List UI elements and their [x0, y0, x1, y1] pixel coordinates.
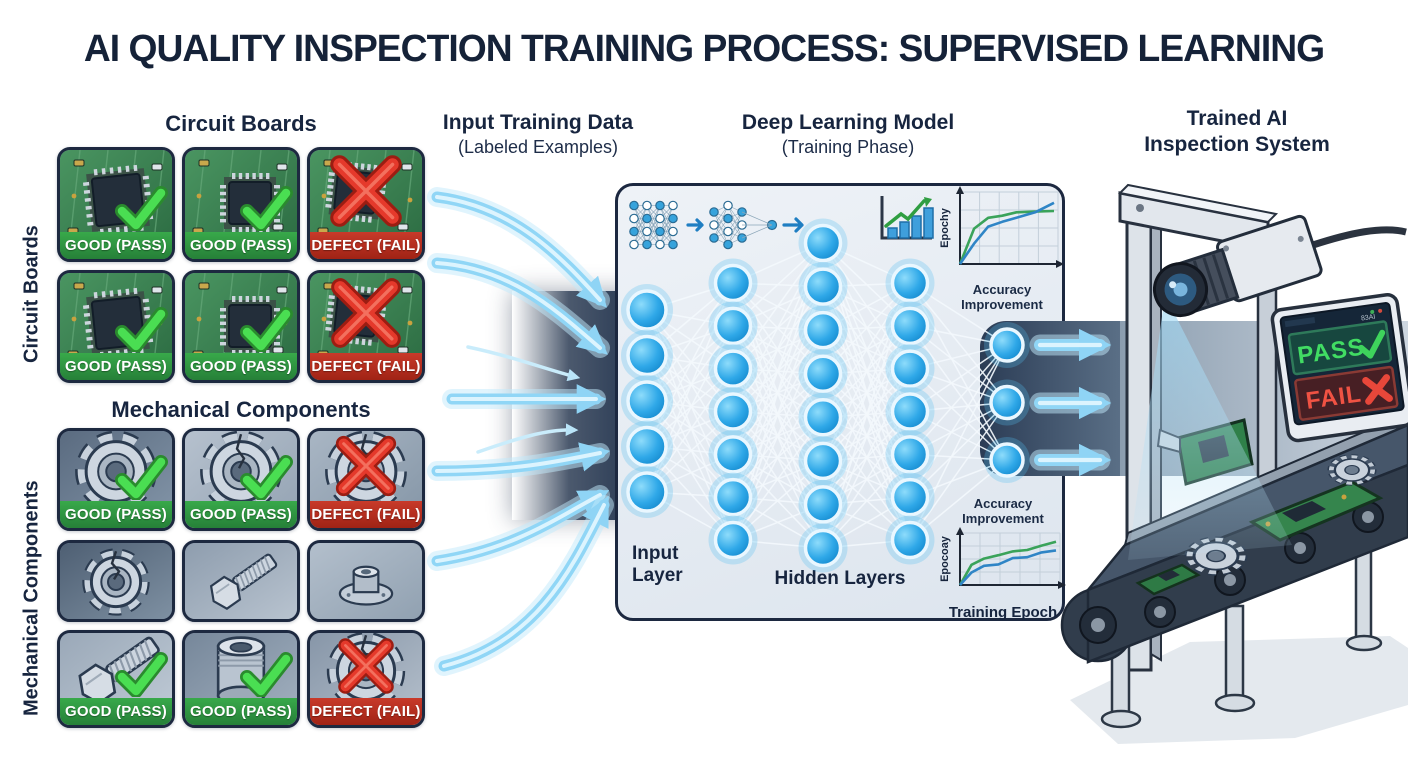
- mechanical-header-text: Mechanical Components: [111, 397, 371, 422]
- card-status-label: DEFECT (FAIL): [310, 698, 422, 725]
- circuit-boards-header-text: Circuit Boards: [165, 111, 317, 136]
- result-monitor: 83AI PASS FAIL: [1270, 293, 1408, 443]
- card-status-label: GOOD (PASS): [60, 698, 172, 725]
- mini-network-icons: [626, 197, 816, 253]
- mechanical-sample-card: [182, 540, 300, 622]
- mechanical-sample-card: GOOD (PASS): [182, 428, 300, 531]
- card-status-label: GOOD (PASS): [60, 232, 172, 259]
- card-status-label: GOOD (PASS): [185, 698, 297, 725]
- fail-panel: [1294, 365, 1399, 421]
- inspection-camera: [1153, 214, 1323, 318]
- inspection-machine-illustration: 83AI PASS FAIL: [1060, 183, 1408, 744]
- mini-chart-ylabel: Epocoay: [939, 535, 951, 582]
- mini-chart-ylabel: Epochy: [939, 207, 951, 248]
- card-status-label: DEFECT (FAIL): [310, 353, 422, 380]
- mechanical-sample-card: DEFECT (FAIL): [307, 428, 425, 531]
- card-status-label: DEFECT (FAIL): [310, 232, 422, 259]
- trained-header-line2: Inspection System: [1144, 133, 1330, 157]
- input-header-line2: (Labeled Examples): [457, 137, 619, 158]
- mechanical-sample-card: GOOD (PASS): [182, 630, 300, 728]
- card-status-text: DEFECT (FAIL): [311, 506, 421, 523]
- card-status-label: GOOD (PASS): [60, 353, 172, 380]
- card-status-text: GOOD (PASS): [190, 703, 292, 720]
- card-status-label: DEFECT (FAIL): [310, 501, 422, 528]
- mechanical-sample-card: [57, 540, 175, 622]
- camera-cable: [1311, 226, 1407, 249]
- mechanical-sample-card: DEFECT (FAIL): [307, 630, 425, 728]
- belt-gear-2: [1327, 454, 1377, 486]
- card-status-text: GOOD (PASS): [65, 506, 167, 523]
- card-status-label: GOOD (PASS): [60, 501, 172, 528]
- card-status-text: GOOD (PASS): [65, 358, 167, 375]
- model-header-line1: Deep Learning Model: [741, 111, 955, 134]
- circuit-boards-header: Circuit Boards: [41, 110, 441, 138]
- camera-light-cone: [1128, 295, 1292, 560]
- bar-chart-icon: [874, 192, 936, 248]
- trained-ai-header: Trained AI Inspection System: [1087, 106, 1387, 159]
- card-status-text: GOOD (PASS): [190, 506, 292, 523]
- trained-header-line1: Trained AI: [1186, 107, 1288, 130]
- pass-check-icon: [1358, 329, 1386, 359]
- card-status-text: GOOD (PASS): [190, 237, 292, 254]
- circuit-board-sample-card: GOOD (PASS): [57, 147, 175, 262]
- hidden-layers-label: Hidden Layers: [774, 568, 906, 589]
- card-status-text: DEFECT (FAIL): [311, 358, 421, 375]
- card-status-text: GOOD (PASS): [65, 703, 167, 720]
- card-status-label: GOOD (PASS): [185, 353, 297, 380]
- training-epoch-label: Training Epoch: [948, 604, 1058, 622]
- fail-x-icon: [1362, 374, 1393, 405]
- page-title: AI QUALITY INSPECTION TRAINING PROCESS: …: [83, 28, 1325, 70]
- conveyor-legs: [1100, 543, 1383, 729]
- card-status-text: DEFECT (FAIL): [311, 237, 421, 254]
- monitor-corner-text: 83AI: [1361, 314, 1376, 323]
- mechanical-sample-card: GOOD (PASS): [57, 428, 175, 531]
- mechanical-components-header: Mechanical Components: [41, 396, 441, 424]
- model-header-line2: (Training Phase): [781, 137, 915, 158]
- input-layer-label: Input Layer: [632, 543, 683, 586]
- card-status-text: GOOD (PASS): [190, 358, 292, 375]
- input-training-data-header: Input Training Data (Labeled Examples): [388, 110, 688, 159]
- card-status-text: DEFECT (FAIL): [311, 703, 421, 720]
- card-status-label: GOOD (PASS): [185, 232, 297, 259]
- input-header-line1: Input Training Data: [442, 111, 634, 134]
- deep-learning-model-header: Deep Learning Model (Training Phase): [698, 110, 998, 159]
- card-status-label: GOOD (PASS): [185, 501, 297, 528]
- mechanical-sample-card: [307, 540, 425, 622]
- card-status-text: GOOD (PASS): [65, 237, 167, 254]
- circuit-board-sample-card: GOOD (PASS): [57, 270, 175, 383]
- pass-panel: [1287, 320, 1393, 376]
